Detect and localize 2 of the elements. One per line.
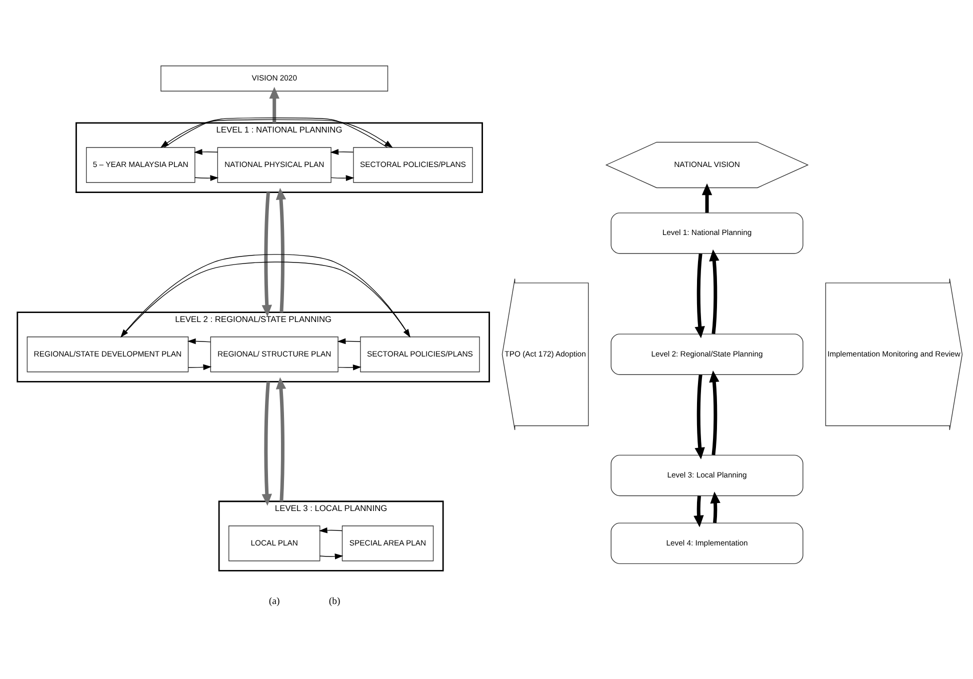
label: (b): [328, 596, 340, 607]
label: (a): [268, 596, 280, 607]
